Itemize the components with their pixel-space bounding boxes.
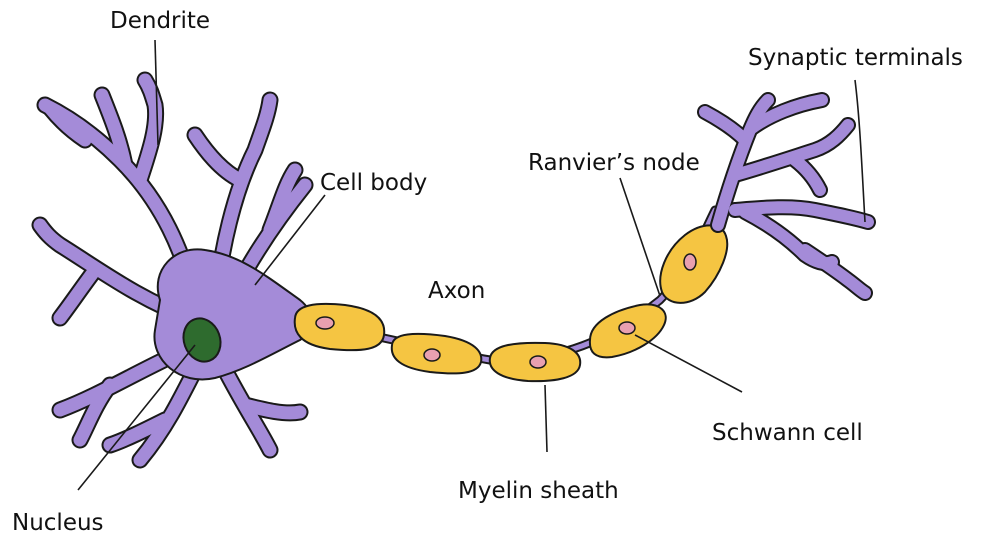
nucleus-shape: [182, 317, 222, 363]
schwann-nucleus: [618, 321, 636, 335]
leader-schwann: [634, 334, 743, 393]
label-synaptic-terminals: Synaptic terminals: [748, 45, 963, 71]
label-myelin-sheath: Myelin sheath: [458, 478, 619, 504]
myelin-segment: [293, 302, 386, 352]
schwann-nucleus: [683, 253, 697, 271]
leader-myelin: [544, 384, 548, 453]
synaptic-terminals-shape: [697, 92, 876, 301]
label-dendrite: Dendrite: [110, 8, 210, 34]
leader-ranvier: [619, 177, 661, 297]
schwann-nucleus: [529, 355, 547, 369]
label-nucleus: Nucleus: [12, 510, 104, 536]
cell-body: [153, 248, 313, 381]
leader-nucleus: [77, 344, 196, 491]
leader-dendrite: [154, 39, 159, 146]
label-cell-body: Cell body: [320, 170, 427, 196]
label-ranviers-node: Ranvier’s node: [528, 150, 700, 176]
leader-lines: [77, 39, 866, 491]
label-schwann-cell: Schwann cell: [712, 420, 863, 446]
myelin-sheath-segments: [293, 224, 729, 383]
leader-synaptic: [854, 79, 866, 223]
schwann-nucleus: [315, 316, 335, 330]
label-axon: Axon: [428, 278, 485, 304]
schwann-nucleus: [423, 348, 441, 362]
leader-cell-body: [254, 194, 326, 286]
